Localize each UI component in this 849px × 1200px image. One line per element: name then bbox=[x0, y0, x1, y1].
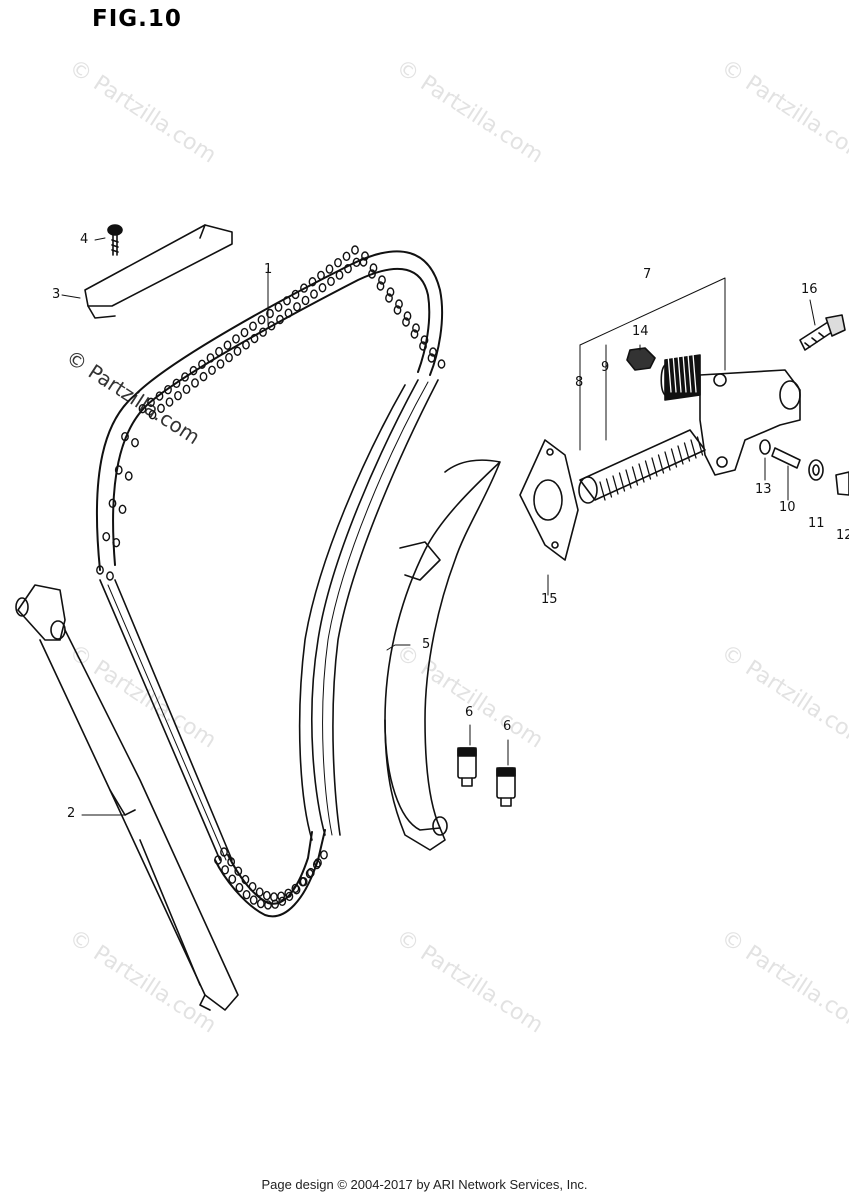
callout-7: 7 bbox=[643, 267, 652, 282]
damper-6 bbox=[457, 747, 516, 807]
page-footer: Page design © 2004-2017 by ARI Network S… bbox=[261, 1177, 588, 1192]
callout-6b: 6 bbox=[503, 719, 512, 734]
chain-guide-top bbox=[84, 224, 233, 319]
callout-12: 12 bbox=[836, 528, 849, 543]
chain-strand-left bbox=[99, 579, 233, 861]
callout-6a: 6 bbox=[465, 705, 474, 720]
tensioner-guide bbox=[384, 459, 501, 851]
callout-1: 1 bbox=[264, 262, 273, 277]
callout-14: 14 bbox=[632, 324, 649, 339]
chain-guide-left bbox=[15, 584, 239, 1011]
fasteners-10-13 bbox=[759, 439, 849, 496]
callout-15: 15 bbox=[541, 592, 558, 607]
callout-9: 9 bbox=[601, 360, 610, 375]
nut-14 bbox=[626, 347, 656, 371]
callout-10: 10 bbox=[779, 500, 796, 515]
callout-2: 2 bbox=[67, 806, 76, 821]
callout-16: 16 bbox=[801, 282, 818, 297]
bolt-16 bbox=[799, 314, 846, 351]
callout-3: 3 bbox=[52, 287, 61, 302]
tensioner-assembly bbox=[578, 353, 801, 504]
gasket-15 bbox=[519, 439, 579, 561]
screw-4 bbox=[107, 224, 123, 256]
leader-lines bbox=[61, 237, 816, 816]
callout-13: 13 bbox=[755, 482, 772, 497]
callout-8: 8 bbox=[575, 375, 584, 390]
chain-strand-right bbox=[298, 379, 439, 841]
cam-chain bbox=[95, 245, 446, 918]
callout-5: 5 bbox=[422, 637, 431, 652]
callout-4: 4 bbox=[80, 232, 89, 247]
figure-title: FIG.10 bbox=[92, 6, 182, 32]
callout-11: 11 bbox=[808, 516, 825, 531]
